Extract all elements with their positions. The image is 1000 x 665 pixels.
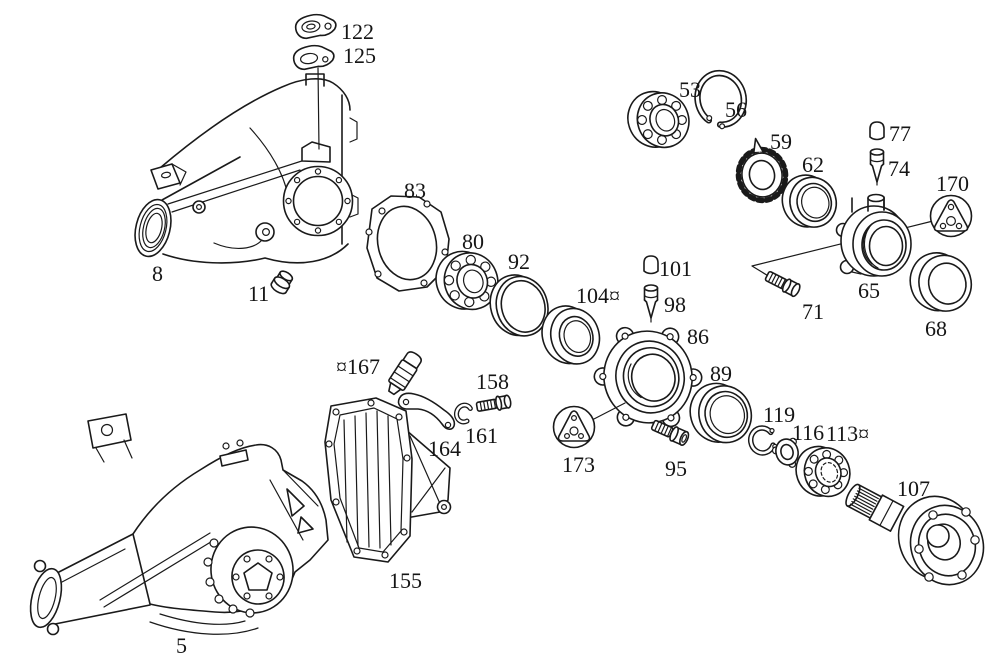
part-92-ring-drawing xyxy=(489,274,549,337)
part-86-bearing-carrier-drawing xyxy=(593,326,703,428)
part-86-label: 86 xyxy=(687,324,709,349)
part-95-label: 95 xyxy=(665,456,687,481)
part-173-label: 173 xyxy=(562,452,595,477)
part-119-c-clip-drawing xyxy=(748,425,778,456)
part-8-label: 8 xyxy=(152,261,163,286)
part-113-ball-bearing-drawing xyxy=(795,445,851,498)
part-83-gasket-drawing xyxy=(365,195,450,292)
part-113-label: 113¤ xyxy=(826,421,869,446)
part-167-label: ¤167 xyxy=(336,354,380,379)
part-125-gasket-drawing xyxy=(292,44,335,71)
part-53-label: 53 xyxy=(679,77,701,102)
part-77-cap-drawing xyxy=(869,121,885,141)
part-98-vent-valve-drawing xyxy=(643,284,659,323)
part-56-snap-ring-drawing xyxy=(694,69,748,130)
part-101-label: 101 xyxy=(659,256,692,281)
part-83-label: 83 xyxy=(404,178,426,203)
part-155-label: 155 xyxy=(389,568,422,593)
part-158-bolt-drawing xyxy=(475,394,512,412)
part-59-label: 59 xyxy=(770,129,792,154)
leader-line-122-125 xyxy=(317,67,320,150)
part-104-label: 104¤ xyxy=(576,283,620,308)
part-71-bolt-drawing xyxy=(764,270,801,298)
part-71-label: 71 xyxy=(802,299,824,324)
part-125-label: 125 xyxy=(343,43,376,68)
part-77-label: 77 xyxy=(889,121,911,146)
part-122-cover-drawing xyxy=(294,13,337,40)
part-80-ball-bearing-drawing xyxy=(435,250,499,311)
part-53-ball-bearing-drawing xyxy=(627,90,690,149)
part-56-label: 56 xyxy=(725,97,747,122)
part-74-vent-valve-drawing xyxy=(869,148,885,186)
part-116-washer-drawing xyxy=(771,437,799,468)
part-80-label: 80 xyxy=(462,229,484,254)
part-119-label: 119 xyxy=(763,402,795,427)
part-122-label: 122 xyxy=(341,19,374,44)
part-173-lock-plate-drawing xyxy=(552,405,596,449)
part-5-differential-assembly-drawing xyxy=(29,413,329,636)
part-98-label: 98 xyxy=(664,292,686,317)
part-164-bracket-drawing xyxy=(397,392,456,430)
part-65-label: 65 xyxy=(858,278,880,303)
part-161-clip-drawing xyxy=(453,402,473,425)
part-161-label: 161 xyxy=(465,423,498,448)
part-8-differential-housing-drawing xyxy=(134,73,359,264)
leader-line-173 xyxy=(591,402,626,421)
part-11-label: 11 xyxy=(248,281,269,306)
part-101-cap-drawing xyxy=(643,255,659,275)
part-92-label: 92 xyxy=(508,249,530,274)
part-74-label: 74 xyxy=(888,156,910,181)
part-155-rear-cover-drawing xyxy=(324,397,452,563)
part-65-bearing-cover-drawing xyxy=(835,193,912,277)
part-5-label: 5 xyxy=(176,633,187,658)
part-107-output-flange-drawing xyxy=(845,483,985,586)
part-170-lock-plate-drawing xyxy=(929,194,973,238)
part-labels: 122 125 8 11 83 80 92 104¤ 101 98 86 53 … xyxy=(152,19,969,658)
part-107-label: 107 xyxy=(897,476,930,501)
part-68-seal-drawing xyxy=(909,252,973,312)
part-164-label: 164 xyxy=(428,436,461,461)
part-158-label: 158 xyxy=(476,369,509,394)
part-68-label: 68 xyxy=(925,316,947,341)
part-89-label: 89 xyxy=(710,361,732,386)
part-116-label: 116 xyxy=(792,420,824,445)
part-170-label: 170 xyxy=(936,171,969,196)
part-59-lock-washer-drawing xyxy=(735,137,789,204)
part-62-seal-drawing xyxy=(781,174,838,228)
part-95-bolt-drawing xyxy=(650,419,690,446)
part-89-seal-drawing xyxy=(689,382,753,444)
part-104-seal-drawing xyxy=(541,305,601,365)
part-62-label: 62 xyxy=(802,152,824,177)
part-167-breather-vent-drawing xyxy=(388,351,422,396)
part-11-plug-drawing xyxy=(270,270,294,295)
